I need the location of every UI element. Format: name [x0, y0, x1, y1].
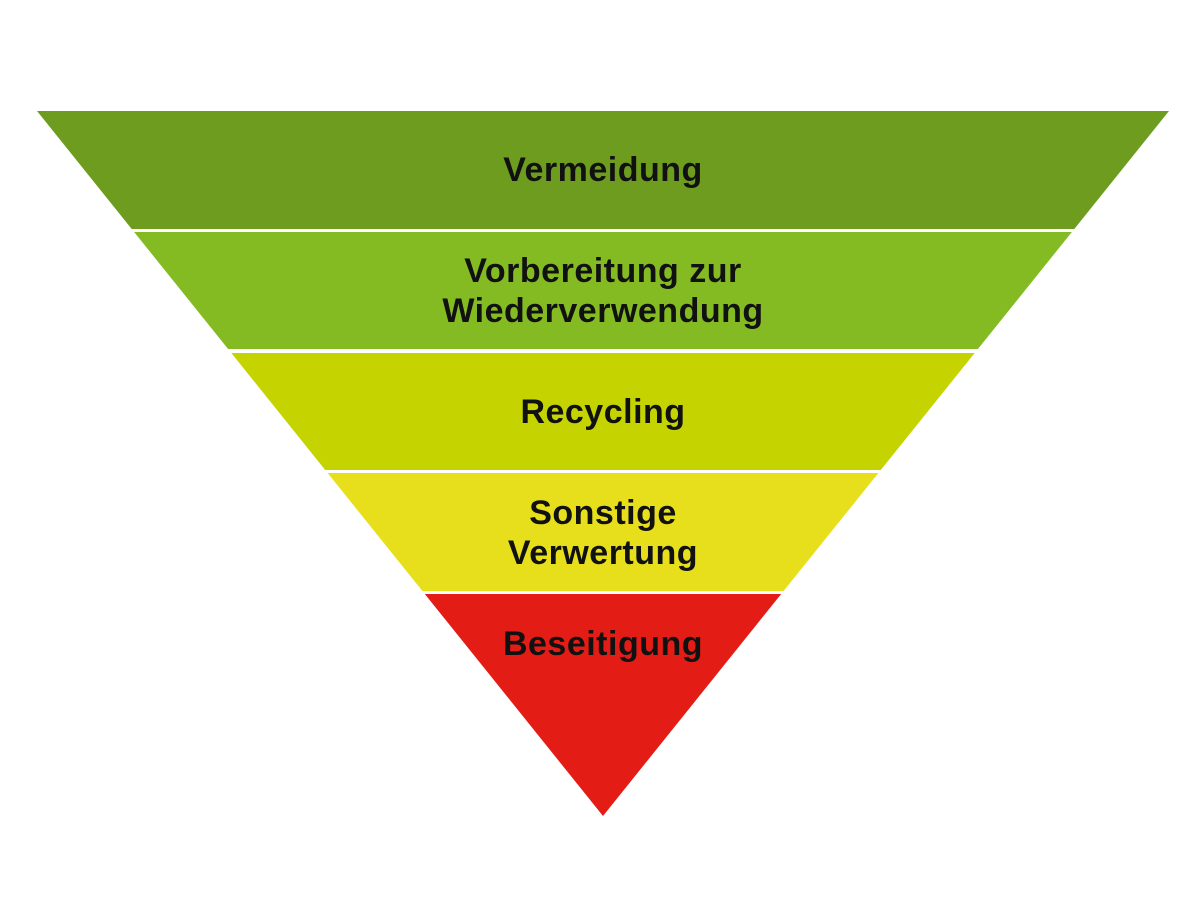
tier-label-sonstige-line-1: Sonstige — [529, 494, 677, 532]
tier-label-vorbereitung-line-2: Wiederverwendung — [442, 292, 763, 330]
pyramid-labels: Vermeidung Vorbereitung zur Wiederverwen… — [442, 151, 763, 663]
tier-beseitigung — [424, 594, 782, 816]
tier-vermeidung — [37, 111, 1169, 229]
tier-sonstige-verwertung — [327, 473, 879, 591]
pyramid-tiers — [37, 111, 1169, 816]
tier-vorbereitung — [134, 232, 1072, 349]
tier-recycling — [231, 353, 975, 470]
tier-label-beseitigung: Beseitigung — [503, 625, 703, 663]
tier-label-sonstige-line-2: Verwertung — [508, 534, 698, 572]
tier-label-recycling: Recycling — [520, 393, 685, 431]
tier-label-vermeidung: Vermeidung — [503, 151, 703, 189]
tier-label-vorbereitung-line-1: Vorbereitung zur — [464, 252, 742, 290]
